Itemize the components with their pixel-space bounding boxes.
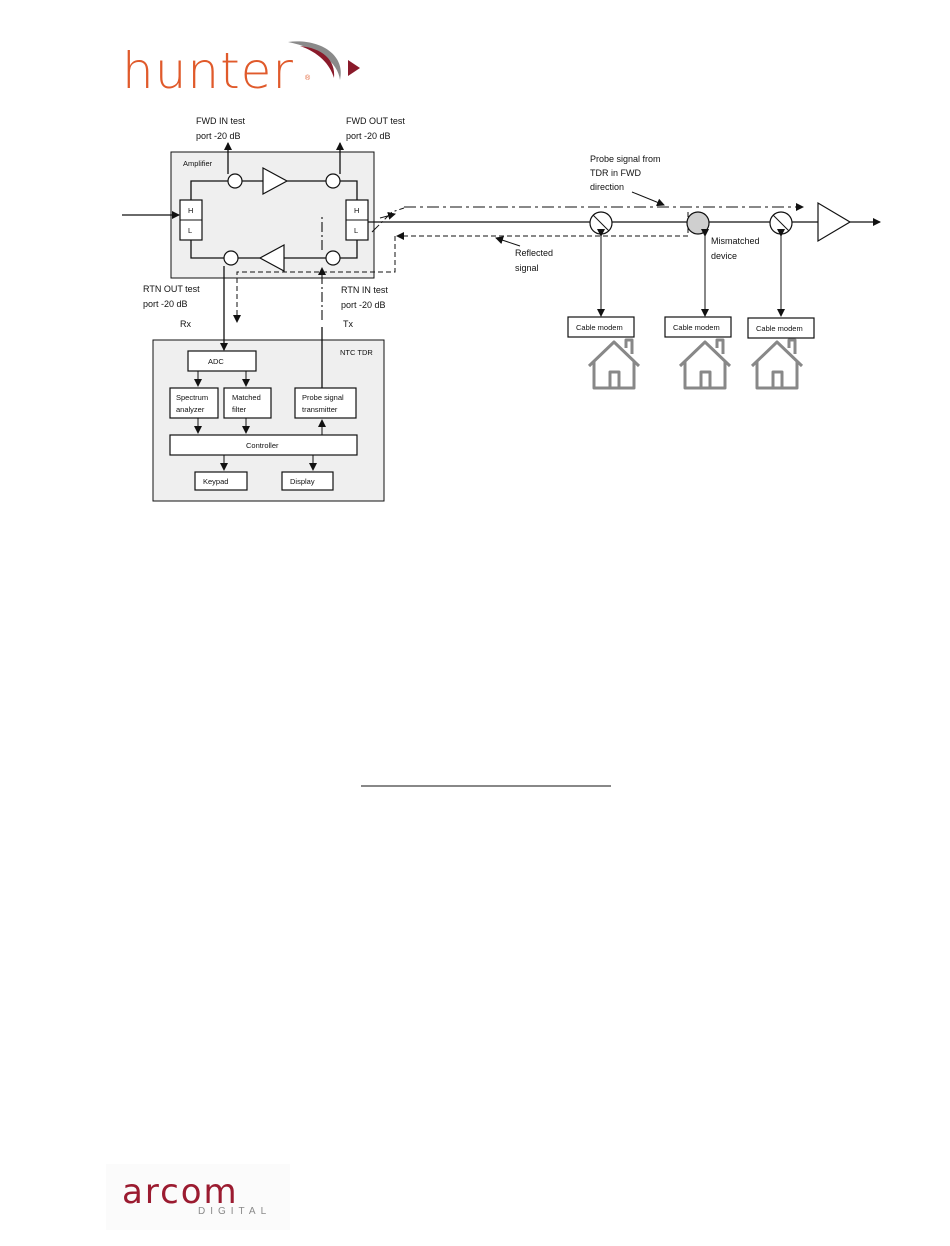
- controller-box: [169, 434, 358, 456]
- hunter-arrow-icon: [348, 60, 360, 76]
- probe-label-2: TDR in FWD: [590, 168, 641, 178]
- adc-box: [187, 350, 257, 372]
- cable-modem-3-box: [747, 317, 815, 339]
- return-amplifier-icon: [258, 243, 285, 273]
- house-icon: [750, 338, 804, 390]
- fwd-out-coupler-icon: [325, 173, 341, 189]
- rtn-in-label-1: RTN IN test: [341, 285, 388, 295]
- fwd-in-label-1: FWD IN test: [196, 116, 245, 126]
- diplexer-left-l: L: [188, 226, 192, 235]
- spectrum-analyzer-box: [169, 387, 219, 419]
- amplifier-label: Amplifier: [183, 159, 213, 168]
- tap-1: [589, 211, 613, 235]
- diplexer-left: H L: [179, 199, 203, 241]
- probe-tx-label-1: Probe signal: [302, 393, 344, 402]
- hunter-logo-text: hunter: [122, 42, 294, 100]
- cable-modem-2-label: Cable modem: [673, 323, 720, 332]
- cable-modem-1-box: [567, 316, 635, 338]
- probe-transmitter-box: [294, 387, 357, 419]
- adc-label: ADC: [208, 357, 224, 366]
- matched-label-1: Matched: [232, 393, 261, 402]
- fwd-out-label-1: FWD OUT test: [346, 116, 405, 126]
- house-icon: [678, 338, 732, 390]
- spectrum-label-2: analyzer: [176, 405, 205, 414]
- hunter-logo: hunter ®: [122, 41, 360, 100]
- forward-amplifier-icon: [262, 166, 289, 196]
- rtn-in-coupler-icon: [325, 250, 341, 266]
- matched-label-2: filter: [232, 405, 247, 414]
- hunter-swoosh-inner-icon: [300, 46, 335, 78]
- probe-label-3: direction: [590, 182, 624, 192]
- mismatched-label-1: Mismatched: [711, 236, 760, 246]
- mismatched-device-icon: [686, 211, 710, 235]
- fwd-in-label-2: port -20 dB: [196, 131, 241, 141]
- cable-modem-3-label: Cable modem: [756, 324, 803, 333]
- cable-modem-1-label: Cable modem: [576, 323, 623, 332]
- fwd-out-label-2: port -20 dB: [346, 131, 391, 141]
- display-box: [281, 471, 334, 491]
- line-extender-amplifier-icon: [817, 201, 852, 243]
- matched-filter-box: [223, 387, 272, 419]
- arcom-logo-text: arcom: [122, 1172, 239, 1212]
- rtn-out-label-2: port -20 dB: [143, 299, 188, 309]
- arcom-logo-sub: DIGITAL: [198, 1206, 271, 1217]
- keypad-box: [194, 471, 248, 491]
- hunter-registered-mark: ®: [305, 74, 311, 82]
- probe-tx-label-2: transmitter: [302, 405, 338, 414]
- diplexer-right-h: H: [354, 206, 359, 215]
- tdr-title: NTC TDR: [340, 348, 373, 357]
- reflected-signal-line: [396, 212, 689, 240]
- diplexer-right-l: L: [354, 226, 358, 235]
- house-icon: [587, 338, 641, 390]
- tap-2-mismatched: [686, 211, 710, 235]
- arcom-logo: arcom DIGITAL: [106, 1164, 290, 1230]
- rx-label: Rx: [180, 319, 191, 329]
- keypad-label: Keypad: [203, 477, 228, 486]
- cable-modem-2-box: [664, 316, 732, 338]
- display-label: Display: [290, 477, 315, 486]
- probe-label-1: Probe signal from: [590, 154, 661, 164]
- diplexer-right: H L: [345, 199, 369, 241]
- controller-label: Controller: [246, 441, 279, 450]
- reflected-label-2: signal: [515, 263, 539, 273]
- spectrum-label-1: Spectrum: [176, 393, 208, 402]
- hunter-swoosh-icon: [288, 41, 341, 80]
- rtn-out-coupler-icon: [223, 250, 239, 266]
- rtn-out-label-1: RTN OUT test: [143, 284, 200, 294]
- mismatched-label-2: device: [711, 251, 737, 261]
- reflected-label-1: Reflected: [515, 248, 553, 258]
- tap-3: [769, 211, 793, 235]
- tx-label: Tx: [343, 319, 353, 329]
- rtn-in-label-2: port -20 dB: [341, 300, 386, 310]
- fwd-in-coupler-icon: [227, 173, 243, 189]
- diplexer-left-h: H: [188, 206, 193, 215]
